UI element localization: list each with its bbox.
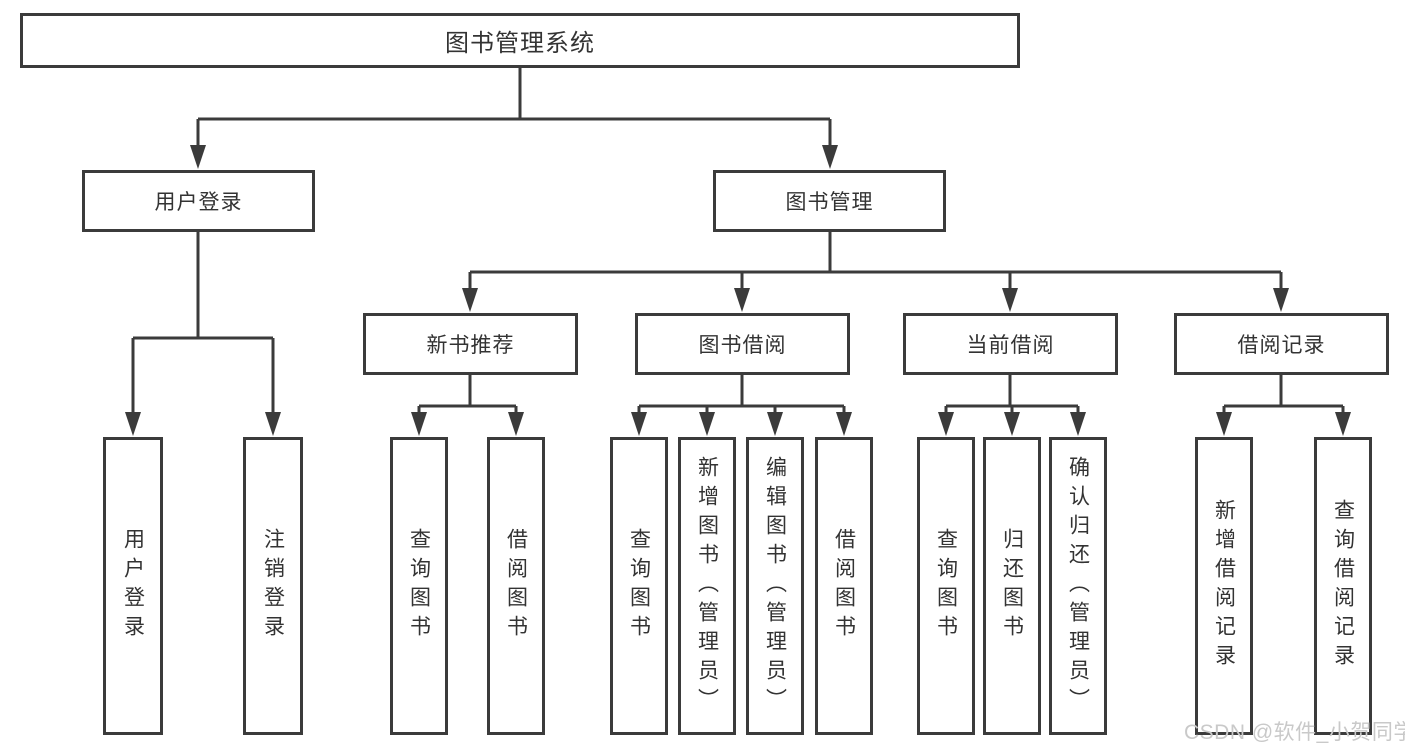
csdn-watermark: CSDN @软件_小贺同学 xyxy=(1184,721,1405,744)
node-leaf-current-query-books: 查询图书 xyxy=(917,437,975,735)
node-leaf-logout: 注销登录 xyxy=(243,437,303,735)
node-label: 图书管理 xyxy=(785,191,874,214)
node-label: 注销登录 xyxy=(261,528,285,644)
node-leaf-borrow-query-books: 查询图书 xyxy=(610,437,668,735)
edge-records-to-leaves xyxy=(1222,375,1345,415)
arrowhead xyxy=(265,412,281,436)
arrowhead xyxy=(125,412,141,436)
node-label: 新增借阅记录 xyxy=(1212,499,1236,673)
node-leaf-current-return-books: 归还图书 xyxy=(983,437,1041,735)
node-label: 图书管理系统 xyxy=(445,30,595,57)
arrowhead xyxy=(508,412,524,436)
node-label: 查询图书 xyxy=(627,528,651,644)
node-label: 查询图书 xyxy=(407,528,431,644)
arrowhead xyxy=(411,412,427,436)
node-root-library-system: 图书管理系统 xyxy=(20,13,1020,68)
node-label: 新增图书（管理员） xyxy=(695,455,719,717)
node-leaf-borrow-add-books-admin: 新增图书（管理员） xyxy=(678,437,736,735)
node-label: 编辑图书（管理员） xyxy=(763,455,787,717)
node-label: 借阅图书 xyxy=(504,528,528,644)
edge-recommend-to-leaves xyxy=(417,375,518,415)
edge-bookmgmt-to-level3 xyxy=(468,232,1283,291)
arrowhead xyxy=(1335,412,1351,436)
arrowhead xyxy=(938,412,954,436)
edge-userlogin-to-leaves xyxy=(131,232,275,415)
edge-root-to-level2 xyxy=(196,68,832,148)
node-leaf-records-query-record: 查询借阅记录 xyxy=(1314,437,1372,735)
arrowhead xyxy=(1273,288,1289,312)
arrowhead xyxy=(462,288,478,312)
arrowhead xyxy=(1070,412,1086,436)
node-new-book-recommend: 新书推荐 xyxy=(363,313,578,375)
node-label: 查询借阅记录 xyxy=(1331,499,1355,673)
node-current-borrow: 当前借阅 xyxy=(903,313,1118,375)
arrowhead xyxy=(822,145,838,169)
node-book-borrow: 图书借阅 xyxy=(635,313,850,375)
node-leaf-user-login: 用户登录 xyxy=(103,437,163,735)
node-leaf-recommend-query-books: 查询图书 xyxy=(390,437,448,735)
node-label: 当前借阅 xyxy=(966,334,1055,357)
arrowhead xyxy=(1002,288,1018,312)
arrowhead xyxy=(631,412,647,436)
node-label: 查询图书 xyxy=(934,528,958,644)
edge-current-to-leaves xyxy=(944,375,1080,415)
node-borrow-records: 借阅记录 xyxy=(1174,313,1389,375)
node-leaf-borrow-edit-books-admin: 编辑图书（管理员） xyxy=(746,437,804,735)
node-label: 用户登录 xyxy=(121,528,145,644)
node-user-login: 用户登录 xyxy=(82,170,315,232)
node-label: 图书借阅 xyxy=(698,334,787,357)
node-label: 借阅记录 xyxy=(1237,334,1326,357)
node-book-management: 图书管理 xyxy=(713,170,946,232)
arrowhead xyxy=(1216,412,1232,436)
arrowhead xyxy=(699,412,715,436)
arrowhead xyxy=(190,145,206,169)
node-label: 用户登录 xyxy=(154,191,243,214)
node-leaf-borrow-borrow-books: 借阅图书 xyxy=(815,437,873,735)
edge-borrow-to-leaves xyxy=(637,375,846,415)
node-leaf-records-add-record: 新增借阅记录 xyxy=(1195,437,1253,735)
node-label: 新书推荐 xyxy=(426,334,515,357)
node-leaf-current-confirm-return-admin: 确认归还（管理员） xyxy=(1049,437,1107,735)
node-leaf-recommend-borrow-books: 借阅图书 xyxy=(487,437,545,735)
arrowhead xyxy=(1004,412,1020,436)
arrowhead xyxy=(836,412,852,436)
node-label: 确认归还（管理员） xyxy=(1066,455,1090,717)
arrowhead xyxy=(767,412,783,436)
arrowhead xyxy=(734,288,750,312)
node-label: 归还图书 xyxy=(1000,528,1024,644)
node-label: 借阅图书 xyxy=(832,528,856,644)
